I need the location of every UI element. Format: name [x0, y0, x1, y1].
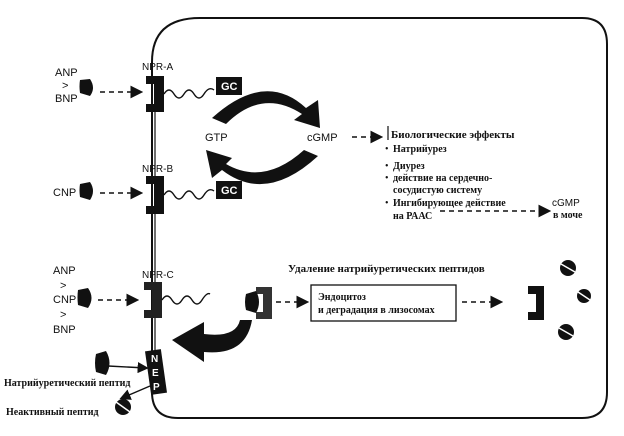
receptor-npr-c-label: NPR-C: [142, 270, 174, 281]
gc-label-b: GC: [221, 185, 238, 197]
receptor-tail: [163, 188, 215, 200]
nep-letter-e: E: [152, 368, 159, 379]
effect-item: Ингибирующее действие: [393, 198, 506, 209]
inactive-peptide-label: Неактивный пептид: [6, 407, 99, 418]
ligand-gt-3: >: [60, 309, 66, 321]
peptide-icon: [79, 79, 93, 96]
effect-item: Натрийурез: [393, 144, 447, 155]
receptor-npr-a-label: NPR-A: [142, 62, 173, 73]
internalized-receptor: [256, 287, 272, 319]
cell-membrane: [151, 17, 608, 419]
removal-title: Удаление натрийуретических пептидов: [288, 263, 485, 275]
receptor-npr-b: [146, 176, 164, 214]
effects-title: Биологические эффекты: [391, 129, 515, 141]
receptor-tail: [163, 87, 215, 99]
gc-label-a: GC: [221, 81, 238, 93]
endocytosis-line-1: Эндоцитоз: [318, 292, 366, 303]
nep-enzyme: [145, 349, 167, 395]
gtp-label: GTP: [205, 132, 228, 144]
fragment-cut: [558, 327, 574, 337]
nep-letter-n: N: [151, 354, 158, 365]
peptide-icon: [245, 291, 259, 313]
effect-bullet: •: [385, 173, 389, 184]
effect-item: на РААС: [393, 211, 432, 222]
effect-bullet: •: [385, 198, 389, 209]
cgmp-label: cGMP: [307, 132, 338, 144]
fragment-cut: [115, 401, 131, 413]
receptor-npr-b-label: NPR-B: [142, 164, 173, 175]
ligand-anp: ANP: [55, 67, 78, 79]
nep-letter-p: P: [153, 382, 160, 393]
receptor-npr-a: [146, 76, 164, 112]
recycling-arrow: [172, 320, 252, 362]
ligand-anp: ANP: [53, 265, 76, 277]
receptor-npr-c: [144, 282, 162, 318]
fragment-cut: [560, 263, 576, 273]
effect-item: Диурез: [393, 161, 425, 172]
effect-bullet: •: [385, 144, 389, 155]
effect-bullet: •: [385, 161, 389, 172]
recycled-receptor: [528, 286, 544, 320]
solid-arrow: [119, 385, 151, 400]
peptide-icon: [95, 351, 110, 375]
urine-label: в моче: [553, 210, 583, 221]
receptor-tail: [161, 292, 211, 305]
fragment-cut: [577, 291, 591, 301]
cycle-arrow-bottom: [206, 150, 318, 185]
ligand-gt-1: >: [62, 80, 68, 92]
peptide-icon: [77, 288, 92, 308]
solid-arrow: [107, 361, 149, 374]
urine-cgmp-label: cGMP: [552, 198, 580, 209]
gc-box-b: [216, 181, 242, 199]
endocytosis-line-2: и деградация в лизосомах: [318, 305, 435, 316]
peptide-icon: [79, 182, 93, 200]
gc-box-a: [216, 77, 242, 95]
ligand-gt-2: >: [60, 280, 66, 292]
effect-item: сосудистую систему: [393, 185, 482, 196]
ligand-cnp: CNP: [53, 187, 76, 199]
ligand-cnp: CNP: [53, 294, 76, 306]
ligand-bnp: BNP: [55, 93, 78, 105]
active-peptide-label: Натрийуретический пептид: [4, 378, 130, 389]
endocytosis-box: [310, 284, 457, 322]
effect-item: действие на сердечно-: [393, 173, 492, 184]
cycle-arrow-top: [212, 91, 320, 128]
ligand-bnp: BNP: [53, 324, 76, 336]
